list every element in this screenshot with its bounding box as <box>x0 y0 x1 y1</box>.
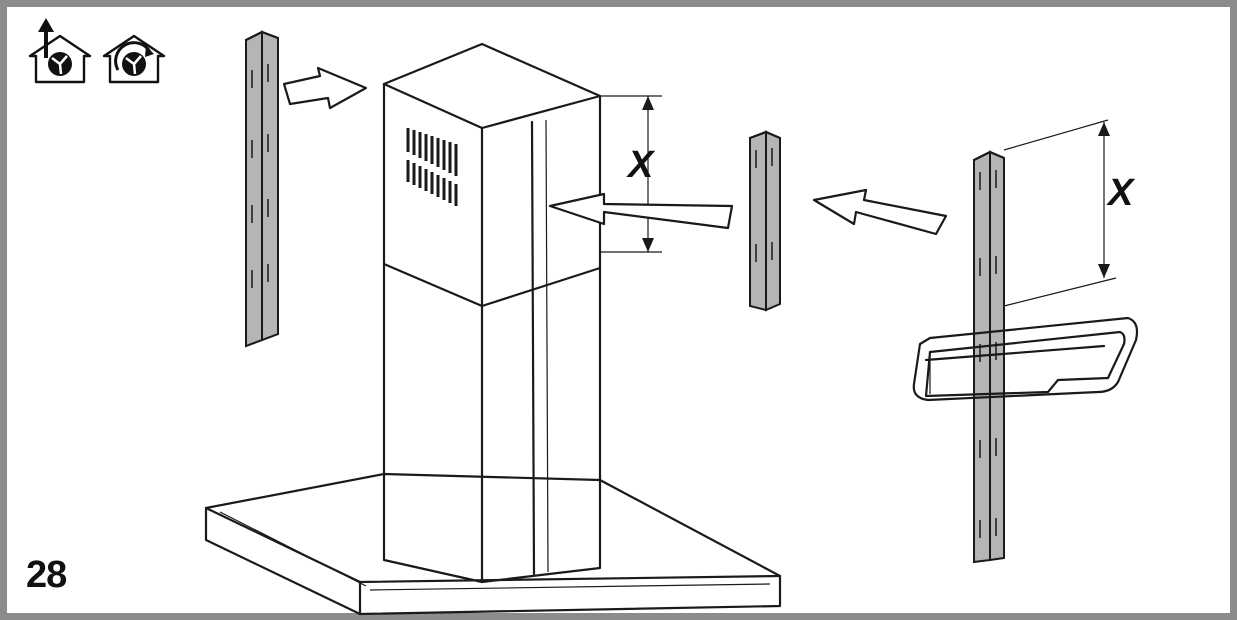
hacksaw <box>912 316 1139 402</box>
dimension-line-rail <box>1003 119 1117 307</box>
step-number: 28 <box>26 554 67 596</box>
hood-canopy <box>204 472 782 616</box>
chimney <box>382 42 602 584</box>
ducted-mode-icon <box>28 18 92 84</box>
left-rail <box>244 30 280 348</box>
arrow-cut-piece-to-chimney <box>548 192 734 230</box>
arrow-rail-to-cut-piece <box>812 188 948 236</box>
dimension-label-rail: X <box>1108 172 1134 214</box>
dimension-label-chimney: X <box>628 144 654 186</box>
cut-rail-piece <box>748 130 782 312</box>
arrow-left-rail-to-chimney <box>282 66 368 110</box>
recirculation-mode-icon <box>102 34 166 84</box>
right-rail <box>972 150 1006 564</box>
dimension-line-chimney <box>600 95 662 253</box>
